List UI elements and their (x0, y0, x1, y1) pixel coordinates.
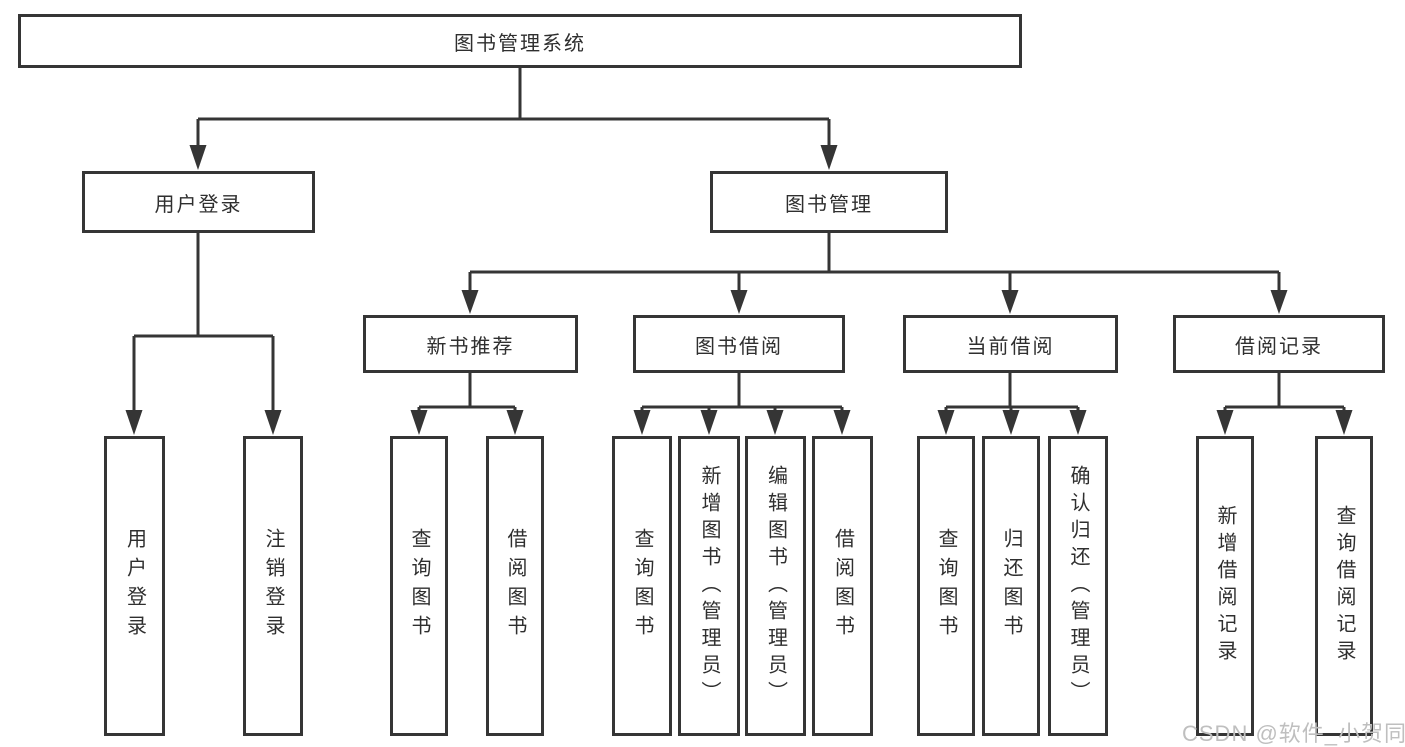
leaf-borrow-books-borrow-label: 借阅图书 (831, 528, 854, 644)
leaf-query-books-borrow-label: 查询图书 (631, 528, 653, 644)
node-root-system: 图书管理系统 (18, 14, 1022, 68)
node-new-book-recommend-label: 新书推荐 (426, 335, 515, 358)
node-user-login-label: 用户登录 (154, 193, 243, 216)
connector-bookmgmt-to-level3 (468, 233, 1281, 294)
leaf-query-borrow-record: 查询借阅记录 (1315, 436, 1373, 736)
leaf-query-books-recommend: 查询图书 (390, 436, 448, 736)
leaf-confirm-return-admin-label: 确认归还（管理员） (1067, 464, 1089, 708)
leaf-query-books-current: 查询图书 (917, 436, 975, 736)
watermark: CSDN @软件_小贺同学 (1182, 721, 1405, 746)
connector-userlogin-to-leaves (132, 233, 275, 414)
leaf-add-borrow-record-label: 新增借阅记录 (1214, 505, 1236, 667)
leaf-logout: 注销登录 (243, 436, 303, 736)
leaf-edit-book-admin-label: 编辑图书（管理员） (764, 464, 787, 708)
leaf-add-book-admin: 新增图书（管理员） (678, 436, 740, 736)
leaf-add-borrow-record: 新增借阅记录 (1196, 436, 1254, 736)
leaf-return-books-label: 归还图书 (1000, 528, 1022, 644)
node-book-borrow-label: 图书借阅 (695, 335, 783, 358)
connector-newbook-to-leaves (417, 373, 517, 414)
node-book-management-label: 图书管理 (785, 193, 873, 216)
connector-bookborrow-to-leaves (640, 373, 844, 414)
leaf-borrow-books-borrow: 借阅图书 (812, 436, 873, 736)
leaf-add-book-admin-label: 新增图书（管理员） (698, 464, 720, 708)
node-current-borrow: 当前借阅 (903, 315, 1118, 373)
connector-currentborrow-to-leaves (944, 373, 1080, 414)
leaf-user-login-label: 用户登录 (123, 528, 146, 644)
node-root-label: 图书管理系统 (454, 32, 586, 55)
leaf-logout-label: 注销登录 (262, 528, 284, 644)
leaf-query-books-borrow: 查询图书 (612, 436, 672, 736)
node-current-borrow-label: 当前借阅 (966, 335, 1055, 358)
leaf-confirm-return-admin: 确认归还（管理员） (1048, 436, 1108, 736)
leaf-borrow-books-recommend-label: 借阅图书 (504, 528, 526, 644)
leaf-return-books: 归还图书 (982, 436, 1040, 736)
connector-root-to-level2 (196, 68, 831, 149)
node-new-book-recommend: 新书推荐 (363, 315, 578, 373)
leaf-query-borrow-record-label: 查询借阅记录 (1333, 505, 1355, 667)
leaf-user-login: 用户登录 (104, 436, 165, 736)
node-user-login: 用户登录 (82, 171, 315, 233)
leaf-borrow-books-recommend: 借阅图书 (486, 436, 544, 736)
node-book-management: 图书管理 (710, 171, 948, 233)
leaf-query-books-current-label: 查询图书 (935, 528, 957, 644)
node-borrow-records: 借阅记录 (1173, 315, 1385, 373)
connector-borrowrecords-to-leaves (1223, 373, 1346, 414)
node-borrow-records-label: 借阅记录 (1235, 335, 1323, 358)
leaf-edit-book-admin: 编辑图书（管理员） (745, 436, 806, 736)
leaf-query-books-recommend-label: 查询图书 (408, 528, 430, 644)
node-book-borrow: 图书借阅 (633, 315, 845, 373)
